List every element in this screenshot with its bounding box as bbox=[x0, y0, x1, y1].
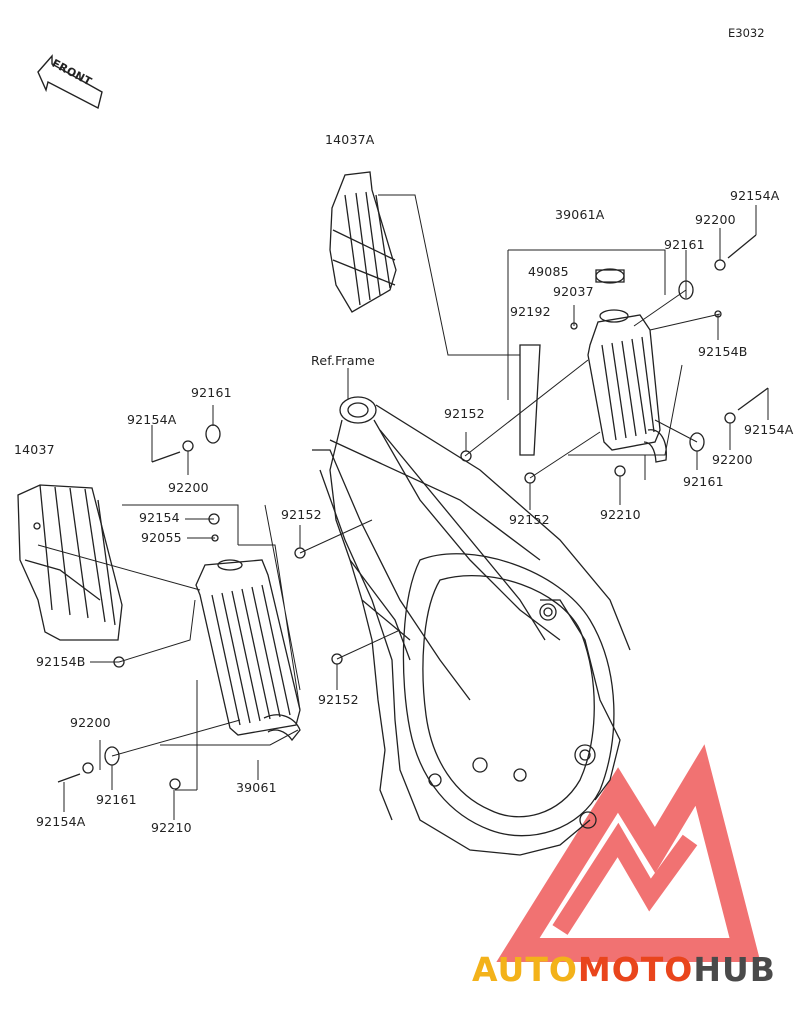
part-label-92161[interactable]: 92161 bbox=[683, 474, 724, 489]
hose-drawing bbox=[519, 344, 541, 456]
part-label-49085[interactable]: 49085 bbox=[528, 264, 569, 279]
watermark-logo-icon bbox=[496, 744, 761, 962]
leader-lines bbox=[37, 194, 769, 820]
part-label-39061A[interactable]: 39061A bbox=[555, 207, 605, 222]
part-label-92200[interactable]: 92200 bbox=[70, 715, 111, 730]
radiator-shroud-left-drawing bbox=[17, 484, 123, 641]
part-label-14037A[interactable]: 14037A bbox=[325, 132, 375, 147]
part-label-92152[interactable]: 92152 bbox=[281, 507, 322, 522]
frame-drawing bbox=[312, 396, 631, 856]
part-label-92152[interactable]: 92152 bbox=[444, 406, 485, 421]
part-label-92161[interactable]: 92161 bbox=[191, 385, 232, 400]
radiator-left-drawing bbox=[195, 559, 301, 742]
radiator-right-drawing bbox=[587, 268, 667, 463]
part-label-92152[interactable]: 92152 bbox=[509, 512, 550, 527]
brand-hub: HUB bbox=[693, 950, 776, 989]
front-arrow-icon bbox=[37, 54, 103, 110]
brand-moto: MOTO bbox=[577, 950, 694, 989]
part-label-92154A[interactable]: 92154A bbox=[127, 412, 177, 427]
part-label-92154[interactable]: 92154 bbox=[139, 510, 180, 525]
part-label-92200[interactable]: 92200 bbox=[168, 480, 209, 495]
part-label-92055[interactable]: 92055 bbox=[141, 530, 182, 545]
part-label-92037[interactable]: 92037 bbox=[553, 284, 594, 299]
part-label-92192[interactable]: 92192 bbox=[510, 304, 551, 319]
part-label-92161[interactable]: 92161 bbox=[96, 792, 137, 807]
part-label-92200[interactable]: 92200 bbox=[712, 452, 753, 467]
brand-auto: AUTO bbox=[472, 950, 578, 989]
part-label-92161[interactable]: 92161 bbox=[664, 237, 705, 252]
part-label-92154B[interactable]: 92154B bbox=[36, 654, 86, 669]
ref-frame-label: Ref.Frame bbox=[311, 353, 376, 368]
part-label-92152[interactable]: 92152 bbox=[318, 692, 359, 707]
part-label-39061[interactable]: 39061 bbox=[236, 780, 277, 795]
part-label-92154B[interactable]: 92154B bbox=[698, 344, 748, 359]
part-label-92210[interactable]: 92210 bbox=[151, 820, 192, 835]
part-label-14037[interactable]: 14037 bbox=[14, 442, 55, 457]
part-label-92210[interactable]: 92210 bbox=[600, 507, 641, 522]
radiator-shroud-right-drawing bbox=[329, 171, 397, 313]
watermark-brand-text: AUTOMOTOHUB bbox=[472, 950, 776, 989]
part-label-92200[interactable]: 92200 bbox=[695, 212, 736, 227]
part-label-92154A[interactable]: 92154A bbox=[744, 422, 794, 437]
part-label-92154A[interactable]: 92154A bbox=[36, 814, 86, 829]
part-label-92154A[interactable]: 92154A bbox=[730, 188, 780, 203]
diagram-code: E3032 bbox=[728, 26, 765, 40]
